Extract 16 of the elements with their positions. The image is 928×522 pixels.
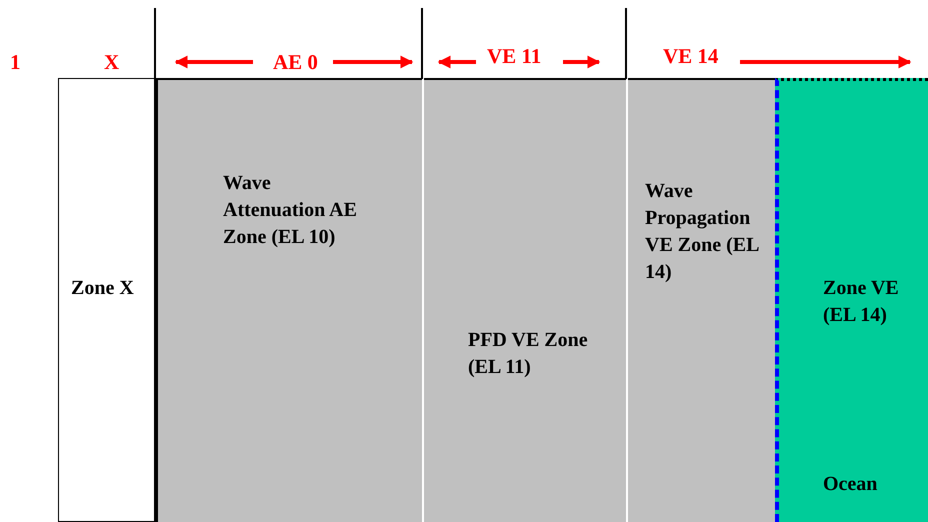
dimension-label: VE 14 bbox=[663, 44, 718, 68]
zone-label: Wave Propagation VE Zone (EL 14) bbox=[645, 179, 760, 285]
zone-label: PFD VE Zone (EL 11) bbox=[468, 328, 589, 380]
dimension-label: AE 0 bbox=[273, 50, 318, 74]
zone-panel bbox=[424, 78, 626, 522]
ocean-panel bbox=[775, 78, 928, 522]
zone-label: Zone VE (EL 14) bbox=[823, 276, 900, 328]
dimension-label: X bbox=[104, 50, 120, 74]
dimension-label: VE 11 bbox=[487, 44, 542, 68]
zone-label: Zone X bbox=[71, 276, 135, 301]
zone-panel bbox=[58, 78, 155, 522]
area-label: Ocean bbox=[823, 472, 878, 497]
zone-panel bbox=[628, 78, 775, 522]
zone-label: Wave Attenuation AE Zone (EL 10) bbox=[223, 171, 358, 250]
zone-panel bbox=[155, 78, 422, 522]
dimension-label: 1 bbox=[10, 50, 20, 74]
